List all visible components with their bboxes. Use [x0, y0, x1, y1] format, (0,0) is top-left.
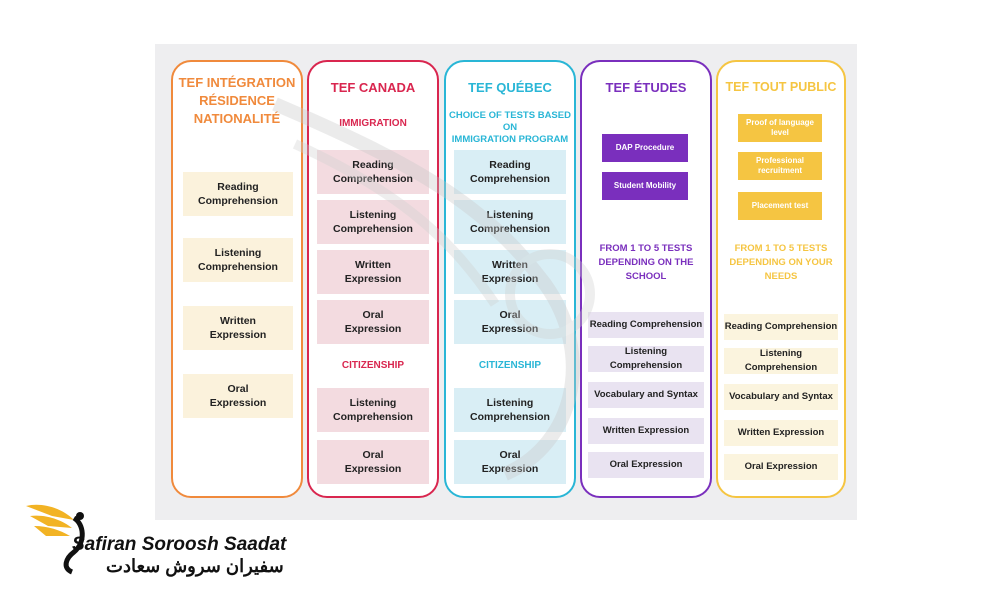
column-title: TEF INTÉGRATION RÉSIDENCE NATIONALITÉ [173, 74, 301, 128]
column-title: TEF QUÉBEC [468, 80, 552, 95]
test-box-written: Written Expression [183, 306, 293, 350]
chip-dap-procedure: DAP Procedure [602, 134, 688, 162]
test-box-reading: Reading Comprehension [183, 172, 293, 216]
section-label-immigration: IMMIGRATION [339, 118, 407, 129]
test-box-written: Written Expression [588, 418, 704, 444]
brand-name-english: Safiran Soroosh Saadat [72, 534, 287, 555]
test-box-oral: Oral Expression [588, 452, 704, 478]
column-tef-quebec: TEF QUÉBEC CHOICE OF TESTS BASED ON IMMI… [444, 60, 576, 498]
test-box-listening: Listening Comprehension [724, 348, 838, 374]
test-box-oral: Oral Expression [183, 374, 293, 418]
test-box-oral: Oral Expression [454, 440, 566, 484]
test-box-listening: Listening Comprehension [454, 200, 566, 244]
test-box-written: Written Expression [454, 250, 566, 294]
chip-proof-of-language-level: Proof of language level [738, 114, 822, 142]
column-title: TEF CANADA [330, 80, 416, 95]
brand-name-persian: سفیران سروش سعادت [106, 556, 284, 576]
title-line: RÉSIDENCE [199, 93, 275, 108]
test-box-vocabulary: Vocabulary and Syntax [588, 382, 704, 408]
chip-professional-recruitment: Professional recruitment [738, 152, 822, 180]
test-box-listening: Listening Comprehension [317, 200, 429, 244]
test-box-reading: Reading Comprehension [317, 150, 429, 194]
test-box-reading: Reading Comprehension [454, 150, 566, 194]
column-title: TEF ÉTUDES [605, 80, 687, 95]
test-box-oral: Oral Expression [724, 454, 838, 480]
title-line: TEF INTÉGRATION [178, 75, 296, 90]
test-box-listening: Listening Comprehension [454, 388, 566, 432]
column-title: TEF TOUT PUBLIC [725, 80, 837, 94]
test-box-oral: Oral Expression [454, 300, 566, 344]
column-tef-integration: TEF INTÉGRATION RÉSIDENCE NATIONALITÉ Re… [171, 60, 303, 498]
note-tests-count: FROM 1 TO 5 TESTS DEPENDING ON THE SCHOO… [598, 243, 694, 282]
test-box-written: Written Expression [724, 420, 838, 446]
chip-student-mobility: Student Mobility [602, 172, 688, 200]
test-box-oral: Oral Expression [317, 440, 429, 484]
test-box-oral: Oral Expression [317, 300, 429, 344]
chip-placement-test: Placement test [738, 192, 822, 220]
section-label-citizenship: CITIZENSHIP [341, 360, 405, 371]
logo-icon [26, 504, 85, 575]
column-tef-canada: TEF CANADA IMMIGRATION Reading Comprehen… [307, 60, 439, 498]
test-box-reading: Reading Comprehension [588, 312, 704, 338]
section-label-immigration-program: CHOICE OF TESTS BASED ON IMMIGRATION PRO… [449, 110, 571, 145]
test-box-listening: Listening Comprehension [317, 388, 429, 432]
test-box-vocabulary: Vocabulary and Syntax [724, 384, 838, 410]
tef-diagram: TEF INTÉGRATION RÉSIDENCE NATIONALITÉ Re… [155, 44, 857, 520]
title-line: NATIONALITÉ [193, 111, 281, 126]
test-box-listening: Listening Comprehension [588, 346, 704, 372]
note-tests-count: FROM 1 TO 5 TESTS DEPENDING ON YOUR NEED… [729, 243, 833, 282]
test-box-reading: Reading Comprehension [724, 314, 838, 340]
test-box-listening: Listening Comprehension [183, 238, 293, 282]
section-label-citizenship: CITIZENSHIP [478, 360, 542, 371]
test-box-written: Written Expression [317, 250, 429, 294]
column-tef-etudes: TEF ÉTUDES DAP Procedure Student Mobilit… [580, 60, 712, 498]
column-tef-tout-public: TEF TOUT PUBLIC Proof of language level … [716, 60, 846, 498]
